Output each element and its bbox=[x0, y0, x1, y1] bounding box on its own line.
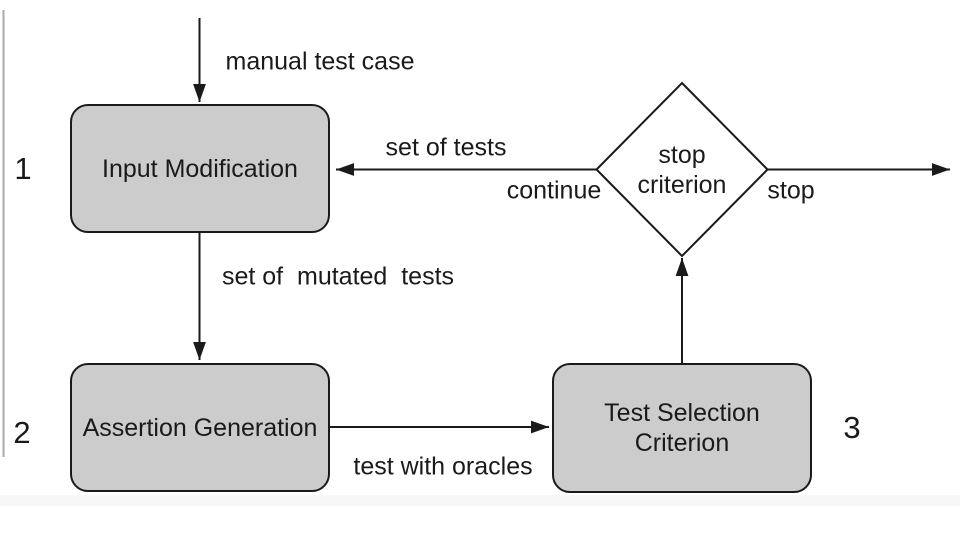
edge-label-manual-test-case: manual test case bbox=[225, 47, 415, 76]
node-test-selection-label-line1: Test Selection bbox=[604, 399, 760, 427]
page-footer-band bbox=[0, 495, 960, 506]
node-assertion-generation-label: Assertion Generation bbox=[82, 413, 318, 442]
diamond-stop-criterion-label: stop criterion bbox=[638, 140, 727, 200]
diamond-label-line2: criterion bbox=[637, 171, 727, 199]
edge-label-set-of-mutated-tests: set of mutated tests bbox=[221, 262, 455, 291]
step-number-3: 3 bbox=[843, 410, 861, 445]
node-input-modification-label: Input Modification bbox=[102, 154, 298, 183]
node-test-selection-label-line2: Criterion bbox=[634, 429, 730, 457]
edge-label-continue: continue bbox=[506, 176, 602, 205]
edge-label-test-with-oracles: test with oracles bbox=[353, 452, 533, 481]
step-number-2: 2 bbox=[13, 415, 31, 450]
edge-label-stop: stop bbox=[767, 176, 815, 205]
edge-label-set-of-tests: set of tests bbox=[385, 133, 507, 162]
diamond-label-line1: stop bbox=[658, 141, 706, 169]
node-assertion-generation: Assertion Generation bbox=[70, 363, 330, 492]
step-number-1: 1 bbox=[14, 151, 32, 186]
node-test-selection-criterion: Test Selection Criterion bbox=[552, 363, 812, 493]
diamond-stop-criterion bbox=[595, 81, 769, 258]
node-input-modification: Input Modification bbox=[70, 104, 330, 233]
